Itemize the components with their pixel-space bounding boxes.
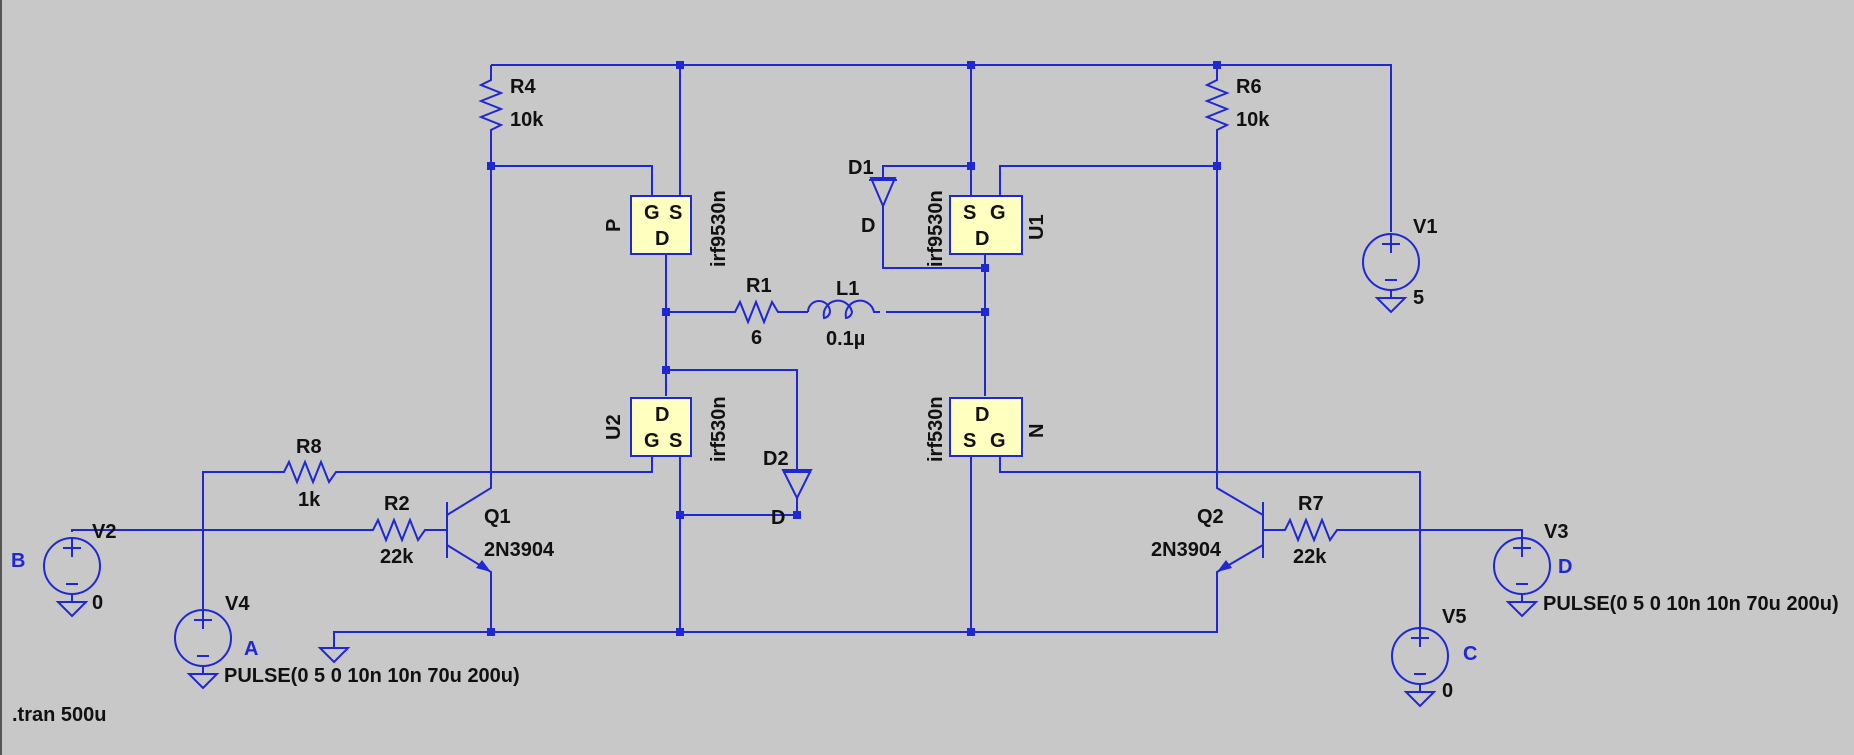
r1-name: R1 — [746, 275, 772, 297]
r4-value: 10k — [510, 109, 544, 131]
r2-value: 22k — [380, 546, 414, 568]
r2-name: R2 — [384, 493, 410, 515]
ground-icon — [317, 647, 351, 664]
v5-name: V5 — [1442, 606, 1466, 628]
l1-value: 0.1µ — [826, 328, 865, 350]
r6-name: R6 — [1236, 76, 1262, 98]
resistor-r1[interactable]: R1 6 — [728, 275, 783, 349]
v2-value: 0 — [92, 592, 103, 614]
u1-name: U1 — [1026, 214, 1048, 240]
source-v2[interactable]: V2 0 — [43, 521, 116, 618]
r8-value: 1k — [298, 489, 321, 511]
bjt-q1[interactable]: Q1 2N3904 — [446, 480, 555, 580]
n-name: N — [1026, 424, 1048, 438]
p-source-pin: S — [669, 202, 682, 224]
d1-name: D1 — [848, 157, 874, 179]
r6-value: 10k — [1236, 109, 1270, 131]
resistor-r2[interactable]: R2 22k — [367, 493, 431, 568]
v2-name: V2 — [92, 521, 116, 543]
u2-source-pin: S — [669, 430, 682, 452]
p-drain-pin: D — [655, 228, 669, 250]
diode-d1[interactable]: D1 D — [848, 157, 897, 237]
mosfet-n[interactable]: D S G N irf530n — [925, 396, 1048, 462]
r8-name: R8 — [296, 436, 322, 458]
n-model: irf530n — [925, 396, 947, 462]
v4-name: V4 — [225, 593, 250, 615]
l1-name: L1 — [836, 278, 859, 300]
mosfet-u2[interactable]: D G S U2 irf530n — [603, 396, 730, 462]
u1-drain-pin: D — [975, 228, 989, 250]
source-v1[interactable]: V1 5 — [1362, 216, 1437, 314]
source-v5[interactable]: V5 0 — [1391, 606, 1466, 708]
inductor-l1[interactable]: L1 0.1µ — [807, 278, 880, 350]
u2-name: U2 — [603, 414, 625, 440]
diode-d2[interactable]: D2 D — [763, 448, 813, 529]
bjt-q2[interactable]: Q2 2N3904 — [1151, 480, 1264, 632]
net-label-c[interactable]: C — [1463, 643, 1477, 665]
source-v4[interactable]: V4 PULSE(0 5 0 10n 10n 70u 200u) — [174, 593, 520, 690]
d1-model: D — [861, 215, 875, 237]
v3-value: PULSE(0 5 0 10n 10n 70u 200u) — [1543, 593, 1839, 615]
v5-value: 0 — [1442, 680, 1453, 702]
p-model: irf9530n — [708, 190, 730, 267]
u2-drain-pin: D — [655, 404, 669, 426]
d2-name: D2 — [763, 448, 789, 470]
resistor-r4[interactable]: R4 10k — [478, 72, 544, 134]
v3-name: V3 — [1544, 521, 1568, 543]
q1-model: 2N3904 — [484, 539, 555, 561]
v4-value: PULSE(0 5 0 10n 10n 70u 200u) — [224, 665, 520, 687]
net-label-b[interactable]: B — [11, 550, 25, 572]
p-name: P — [603, 219, 625, 232]
u2-model: irf530n — [708, 396, 730, 462]
resistor-r7[interactable]: R7 22k — [1279, 493, 1343, 568]
u1-model: irf9530n — [925, 190, 947, 267]
d2-model: D — [771, 507, 785, 529]
u1-gate-pin: G — [990, 202, 1006, 224]
q2-model: 2N3904 — [1151, 539, 1222, 561]
resistor-r8[interactable]: R8 1k — [278, 436, 342, 511]
u2-gate-pin: G — [644, 430, 660, 452]
n-gate-pin: G — [990, 430, 1006, 452]
n-drain-pin: D — [975, 404, 989, 426]
net-label-d[interactable]: D — [1558, 556, 1572, 578]
u1-source-pin: S — [963, 202, 976, 224]
n-source-pin: S — [963, 430, 976, 452]
v1-value: 5 — [1413, 287, 1424, 309]
q1-name: Q1 — [484, 506, 511, 528]
r4-name: R4 — [510, 76, 536, 98]
r1-value: 6 — [751, 327, 762, 349]
source-v3[interactable]: V3 PULSE(0 5 0 10n 10n 70u 200u) — [1493, 521, 1839, 618]
v1-name: V1 — [1413, 216, 1437, 238]
r7-value: 22k — [1293, 546, 1327, 568]
mosfet-p[interactable]: G S D P irf9530n — [603, 190, 730, 267]
spice-directive[interactable]: .tran 500u — [12, 704, 106, 726]
net-label-a[interactable]: A — [244, 638, 258, 660]
p-gate-pin: G — [644, 202, 660, 224]
q2-name: Q2 — [1197, 506, 1224, 528]
junctions — [487, 61, 1221, 636]
resistor-r6[interactable]: R6 10k — [1204, 72, 1270, 134]
mosfet-u1[interactable]: S G D U1 irf9530n — [925, 190, 1048, 267]
r7-name: R7 — [1298, 493, 1324, 515]
